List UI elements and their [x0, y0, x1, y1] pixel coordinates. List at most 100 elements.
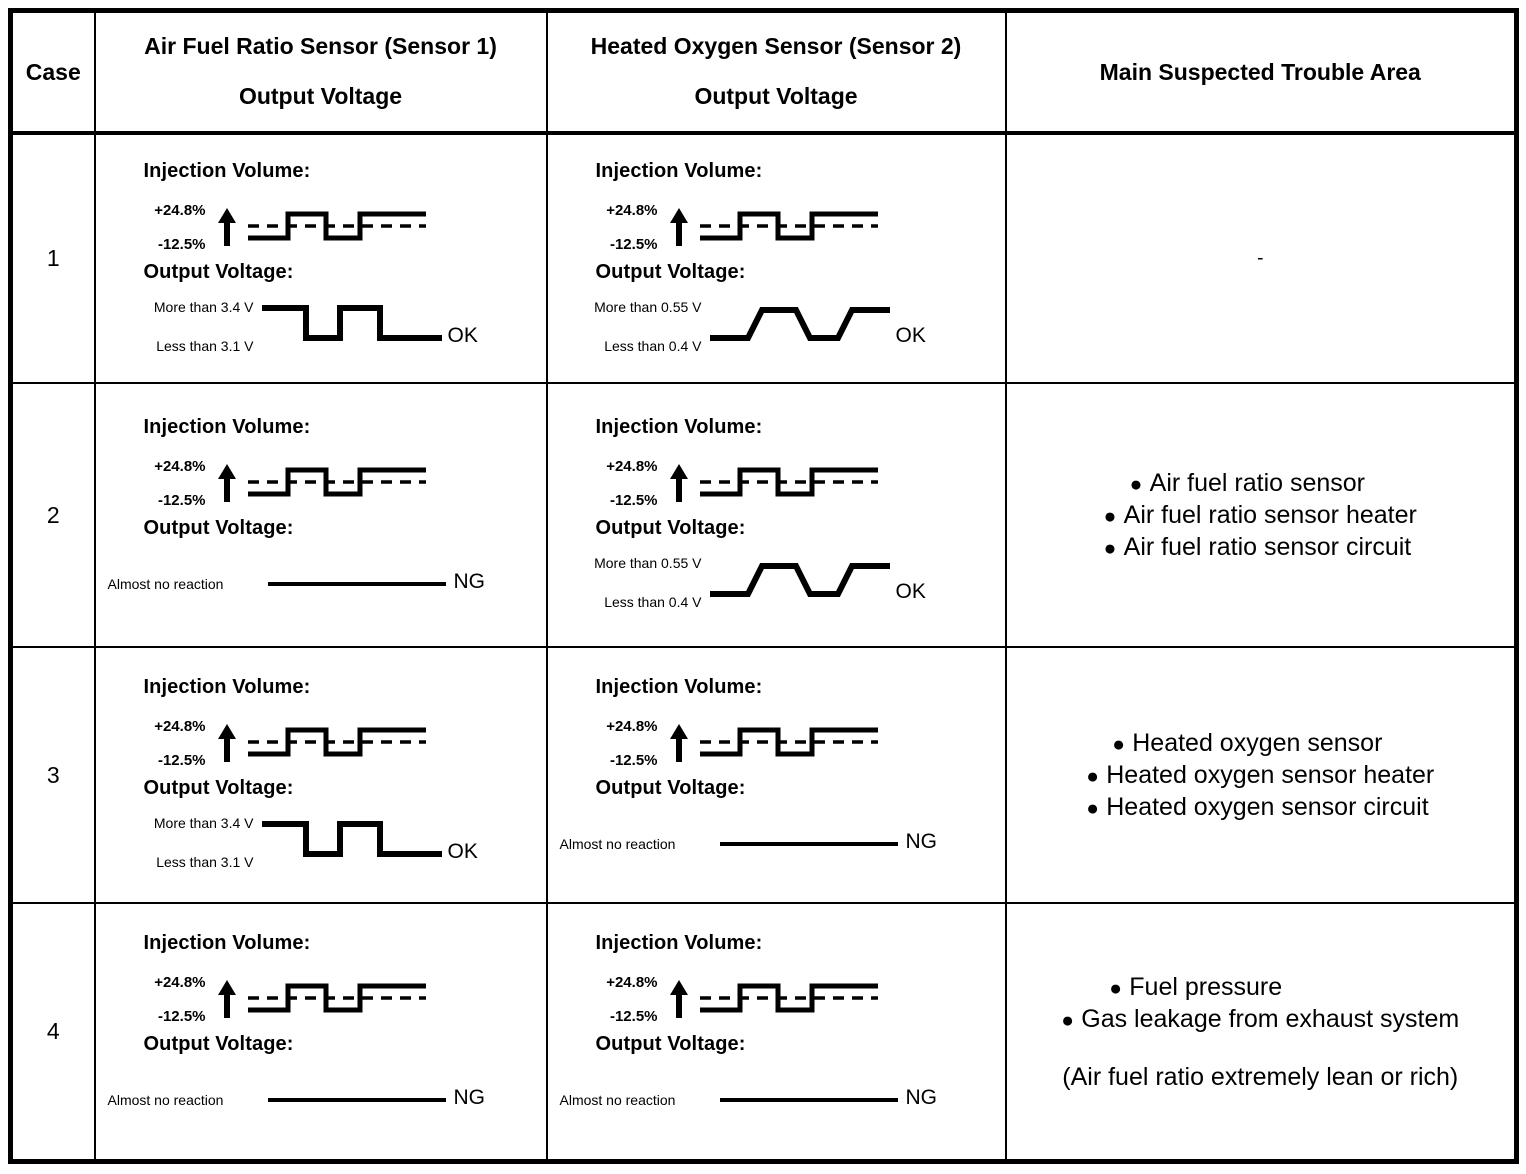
injection-high-value: +24.8%: [606, 718, 658, 735]
trouble-area-item: ●Fuel pressure: [1061, 971, 1459, 1003]
injection-volume-chart: +24.8%-12.5%: [96, 455, 546, 517]
trouble-area-item: ●Air fuel ratio sensor circuit: [1104, 531, 1417, 563]
sensor-waveform-group: Injection Volume:+24.8%-12.5%Output Volt…: [96, 138, 546, 380]
output-voltage-label: Output Voltage:: [143, 1033, 294, 1056]
injection-volume-waveform: [699, 205, 878, 249]
cell-heated-oxygen-sensor: Injection Volume:+24.8%-12.5%Output Volt…: [545, 646, 1007, 904]
trouble-area-item: ●Heated oxygen sensor: [1086, 727, 1434, 759]
verdict-badge: NG: [905, 830, 938, 853]
injection-high-value: +24.8%: [154, 974, 206, 992]
bullet-icon: ●: [1129, 473, 1143, 496]
table-header: Case Air Fuel Ratio Sensor (Sensor 1) Ou…: [9, 9, 1518, 135]
output-voltage-label: Output Voltage:: [143, 517, 294, 539]
injection-volume-waveform: [247, 461, 426, 505]
cell-air-fuel-ratio-sensor: Injection Volume: +24.8%-12.5% Output Volt…: [93, 902, 548, 1162]
cell-air-fuel-ratio-sensor: Injection Volume:+24.8%-12.5%Output Volt…: [93, 132, 548, 384]
injection-volume-label: Injection Volume:: [143, 159, 311, 182]
injection-low-value: -12.5%: [157, 752, 206, 769]
header-sensor2-line1: Heated Oxygen Sensor (Sensor 2): [590, 32, 962, 59]
injection-volume-label: Injection Volume:: [595, 676, 763, 698]
bullet-icon: ●: [1109, 976, 1122, 1000]
trouble-area-item: ●Gas leakage from exhaust system: [1061, 1003, 1459, 1035]
sensor-waveform-group: Injection Volume:+24.8%-12.5%Output Volt…: [548, 138, 1005, 380]
cell-heated-oxygen-sensor: Injection Volume:+24.8%-12.5%Output Volt…: [545, 902, 1007, 1162]
header-trouble-area: Main Suspected Trouble Area: [1004, 9, 1518, 135]
arrow-up-icon: [216, 463, 238, 503]
table-row: 1 Injection Volume:+24.8%-12.5%Output Vol…: [9, 132, 1518, 384]
square-waveform: [261, 814, 442, 864]
voltage-high-threshold: More than 0.55 V: [594, 298, 702, 315]
sensor-waveform-group: Injection Volume:+24.8%-12.5%Output Volt…: [96, 394, 546, 636]
trouble-area-item-label: Gas leakage from exhaust system: [1081, 1004, 1460, 1033]
verdict-badge: OK: [447, 323, 478, 347]
injection-volume-chart: +24.8%-12.5%: [548, 199, 1005, 261]
verdict-badge: NG: [905, 1086, 938, 1110]
square-waveform: [261, 298, 442, 348]
injection-volume-chart: +24.8%-12.5%: [548, 455, 1005, 517]
injection-volume-chart: +24.8%-12.5%: [96, 199, 546, 261]
trouble-area-list: ●Air fuel ratio sensor●Air fuel ratio se…: [1104, 467, 1417, 563]
voltage-low-threshold: Less than 0.4 V: [604, 337, 702, 354]
trouble-area-list: ●Heated oxygen sensor●Heated oxygen sens…: [1086, 727, 1434, 823]
header-sensor2-line2: Output Voltage: [694, 83, 858, 109]
header-sensor1-line1: Air Fuel Ratio Sensor (Sensor 1): [144, 32, 497, 59]
output-voltage-chart: Almost no reaction NG: [96, 554, 546, 614]
verdict-badge: NG: [453, 1086, 486, 1110]
cell-trouble-area: -: [1004, 132, 1518, 384]
injection-volume-chart: +24.8%-12.5%: [96, 715, 546, 777]
trapezoid-waveform: [709, 298, 890, 348]
voltage-high-threshold: More than 3.4 V: [153, 298, 254, 315]
no-reaction-label: Almost no reaction: [107, 576, 224, 592]
flat-line-waveform: [267, 1090, 446, 1115]
bullet-icon: ●: [1086, 765, 1099, 788]
verdict-badge: OK: [447, 840, 478, 863]
verdict-badge: NG: [453, 570, 486, 593]
injection-volume-scale: +24.8%-12.5%: [106, 974, 206, 1024]
injection-volume-scale: +24.8%-12.5%: [558, 201, 658, 252]
output-voltage-label: Output Voltage:: [595, 517, 746, 539]
cell-case-number: 2: [9, 382, 96, 648]
sensor-waveform-group: Injection Volume: +24.8%-12.5% Output Volt…: [96, 910, 546, 1152]
injection-volume-scale: +24.8%-12.5%: [106, 719, 206, 769]
trouble-area-item-label: Air fuel ratio sensor circuit: [1123, 533, 1412, 561]
injection-volume-waveform: [247, 721, 426, 765]
injection-volume-scale: +24.8%-12.5%: [558, 459, 658, 509]
flat-line-waveform: [719, 834, 898, 859]
injection-volume-waveform: [699, 721, 878, 765]
header-sensor2: Heated Oxygen Sensor (Sensor 2) Output V…: [545, 9, 1007, 135]
trouble-area-item-label: Heated oxygen sensor heater: [1106, 761, 1435, 789]
injection-high-value: +24.8%: [606, 201, 658, 219]
flat-line-waveform: [267, 574, 446, 599]
injection-volume-waveform: [699, 977, 878, 1021]
trouble-area-note: (Air fuel ratio extremely lean or rich): [1062, 1062, 1459, 1091]
cell-trouble-area: ●Air fuel ratio sensor●Air fuel ratio se…: [1004, 382, 1518, 648]
injection-volume-label: Injection Volume:: [143, 932, 311, 955]
injection-volume-scale: +24.8%-12.5%: [558, 975, 657, 1024]
trouble-area-item-label: Heated oxygen sensor: [1132, 729, 1383, 757]
cell-case-number: 1: [9, 132, 96, 384]
cell-case-number: 3: [9, 646, 96, 904]
flat-line-waveform: [719, 1090, 898, 1115]
header-case: Case: [9, 9, 96, 135]
verdict-badge: OK: [895, 580, 926, 603]
voltage-low-threshold: Less than 3.1 V: [156, 854, 254, 870]
injection-low-value: -12.5%: [609, 492, 658, 509]
output-voltage-chart: More than 3.4 V Less than 3.1 V OK: [96, 298, 546, 358]
arrow-up-icon: [216, 723, 238, 763]
trouble-area-item: ●Heated oxygen sensor circuit: [1086, 791, 1434, 823]
cell-air-fuel-ratio-sensor: Injection Volume:+24.8%-12.5%Output Volt…: [93, 382, 548, 648]
cell-heated-oxygen-sensor: Injection Volume:+24.8%-12.5%Output Volt…: [545, 382, 1007, 648]
voltage-low-threshold: Less than 3.1 V: [156, 337, 254, 354]
cell-heated-oxygen-sensor: Injection Volume:+24.8%-12.5%Output Volt…: [545, 132, 1007, 384]
output-voltage-scale: More than 0.55 V Less than 0.4 V: [552, 298, 702, 354]
header-row: Case Air Fuel Ratio Sensor (Sensor 1) Ou…: [9, 9, 1518, 135]
injection-volume-chart: +24.8%-12.5%: [96, 971, 546, 1033]
sensor-waveform-group: Injection Volume:+24.8%-12.5%Output Volt…: [548, 910, 1005, 1152]
arrow-up-icon: [668, 207, 690, 247]
bullet-icon: ●: [1103, 505, 1117, 528]
